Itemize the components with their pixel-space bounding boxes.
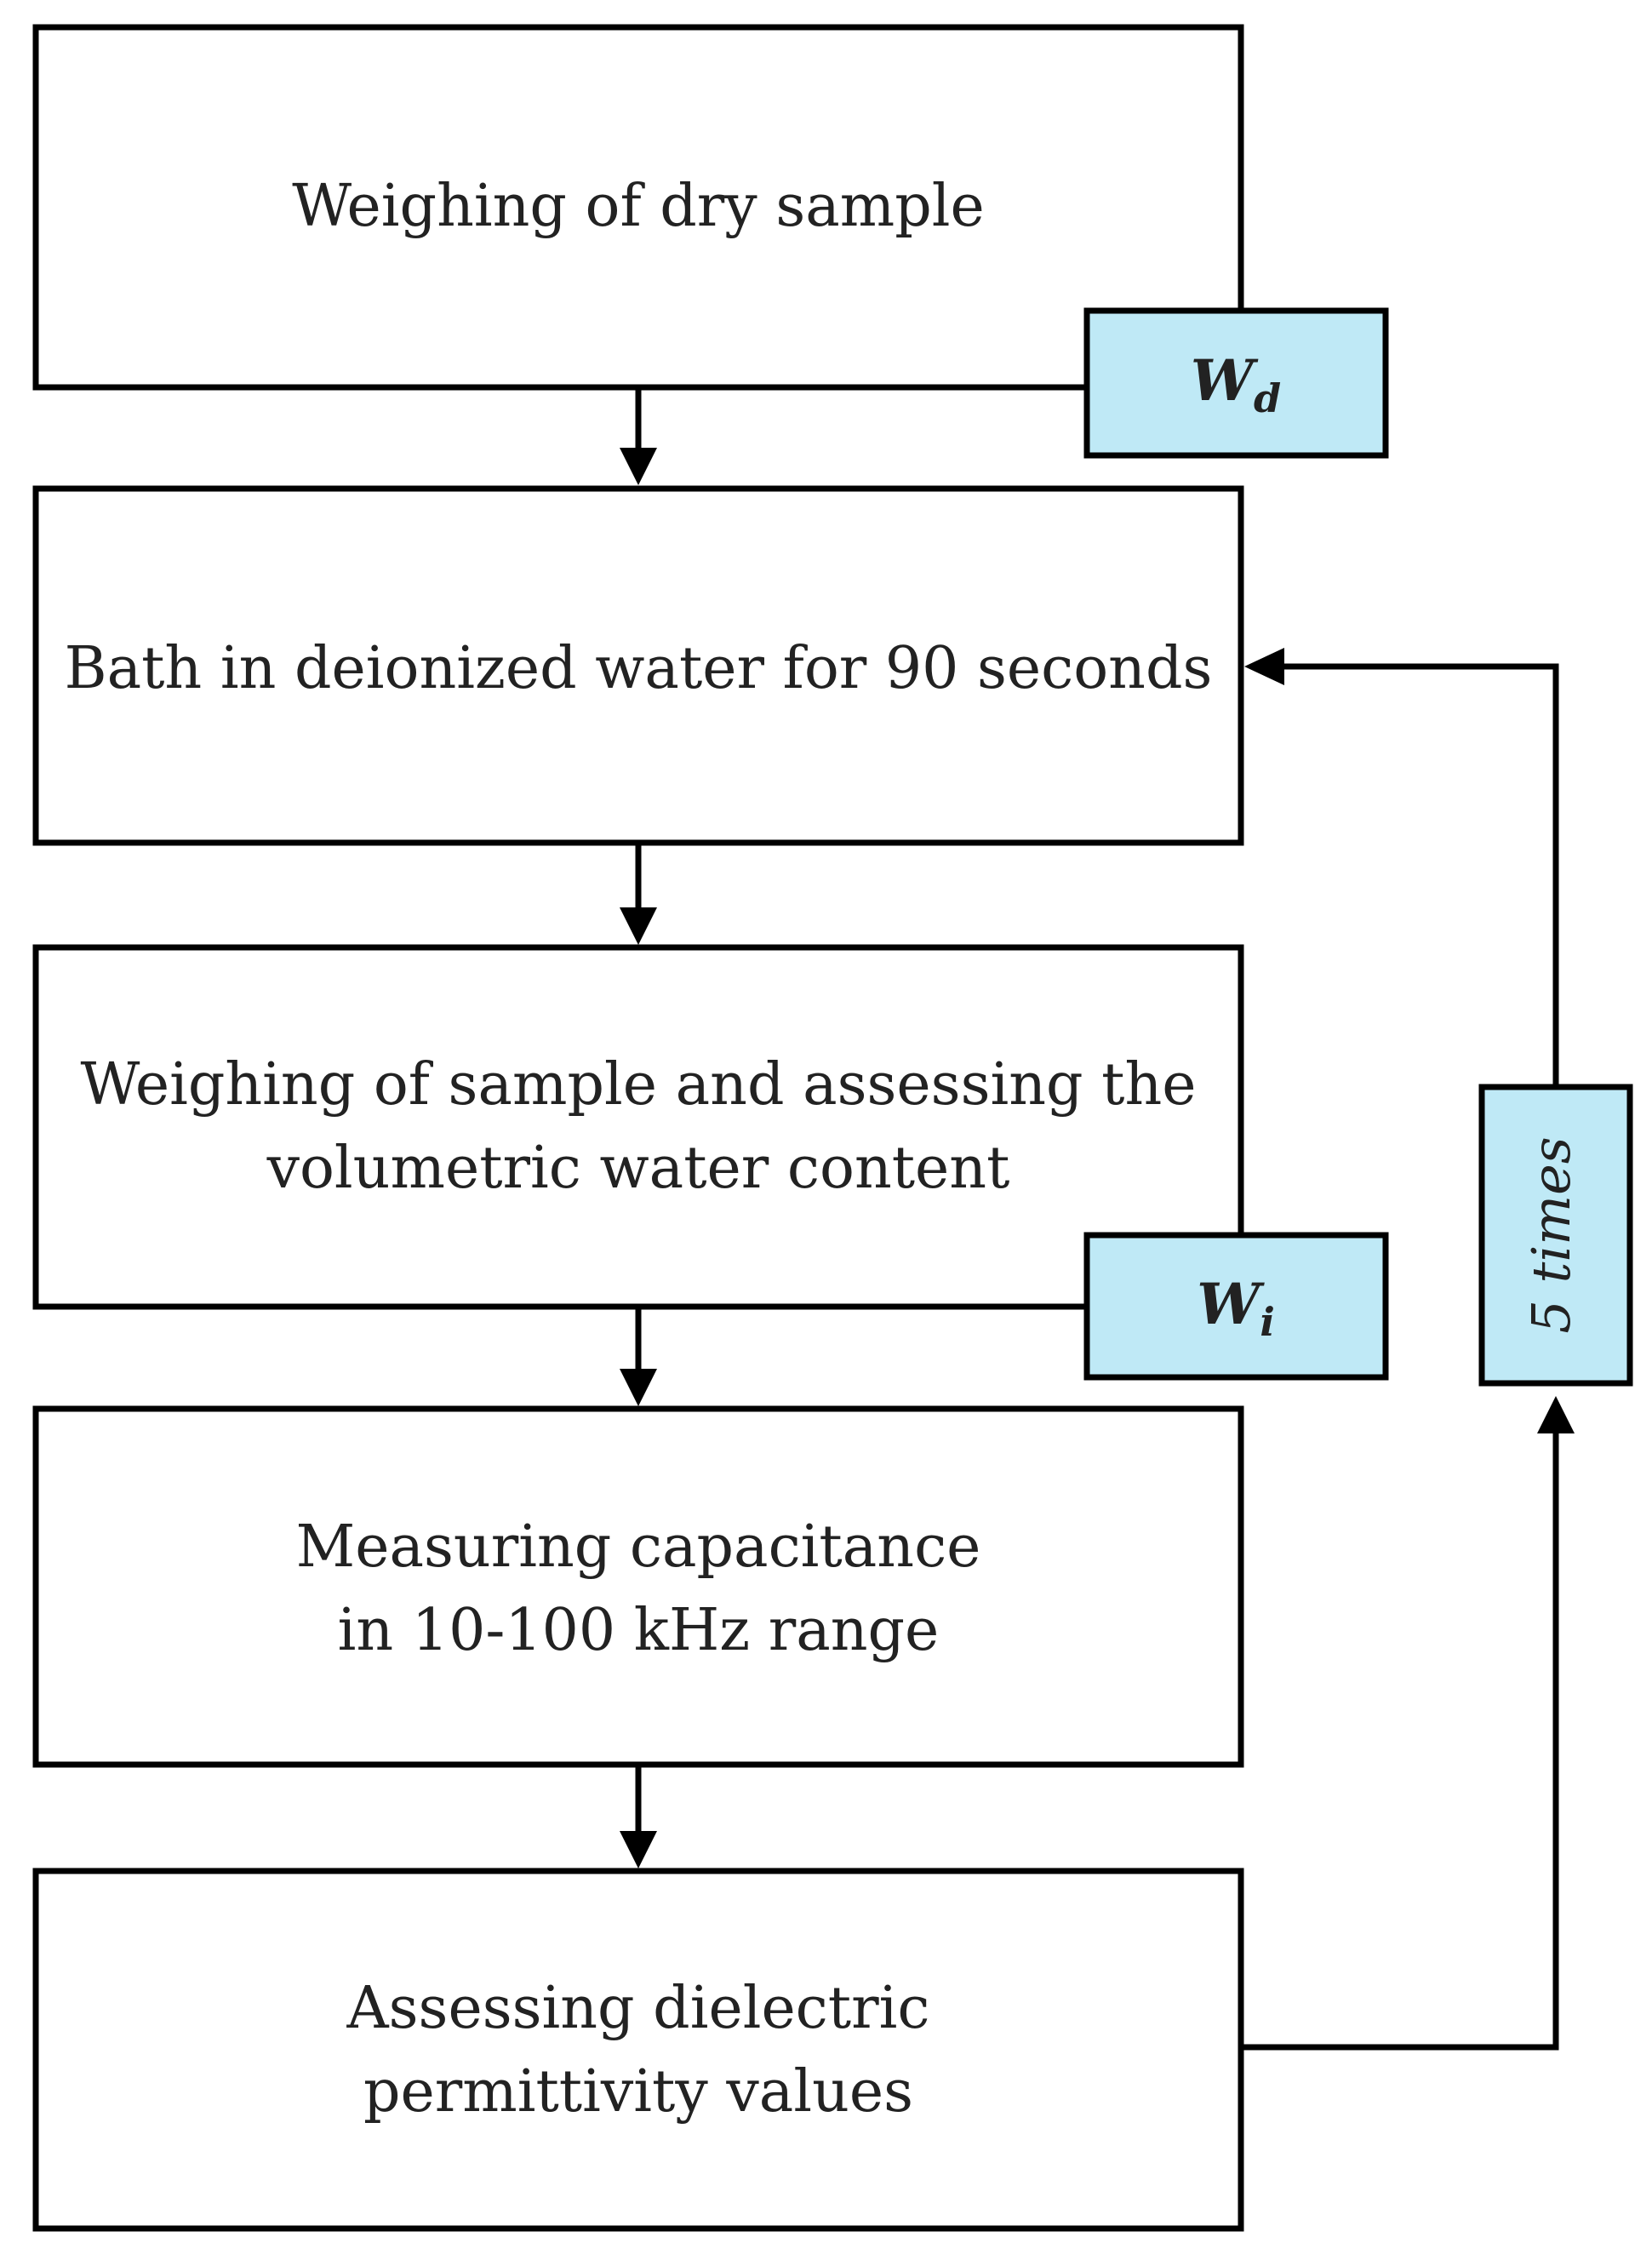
dry-weight-symbol: W [1191,347,1259,414]
step-permittivity-label-line2: permittivity values [363,2058,913,2126]
dry-weight-subscript: d [1254,375,1281,421]
step-capacitance-label-line1: Measuring capacitance [296,1513,981,1581]
dry-weight-tag-label: Wd [1191,347,1281,421]
loop-count-box [1478,1084,1633,1387]
wet-weight-symbol: W [1197,1271,1265,1337]
step-weigh-wet-label-line2: volumetric water content [266,1135,1010,1202]
step-weigh-wet-box [32,944,1244,1310]
arrow-step4-to-step5 [620,1765,657,1868]
step-weigh-dry-label: Weighing of dry sample [292,173,985,240]
step-weigh-wet-label-line1: Weighing of sample and assessing the [80,1051,1196,1119]
arrow-step1-to-step2 [620,387,657,485]
step-capacitance-box [32,1405,1244,1768]
wet-weight-tag-box [1083,1232,1389,1381]
loop-connector-lower [1241,1396,1575,2051]
step-bath-label: Bath in deionized water for 90 seconds [65,635,1213,702]
wet-weight-subscript: i [1260,1299,1274,1345]
loop-connector-upper [1244,648,1559,1087]
step-permittivity-label-line1: Assessing dielectric [346,1975,930,2042]
loop-count-label: 5 times [1520,1136,1582,1333]
step-permittivity-box [32,1868,1244,2232]
step-bath-box [32,485,1244,846]
dry-weight-tag-box [1083,307,1389,459]
arrow-step3-to-step4 [620,1307,657,1406]
step-capacitance-label-line2: in 10-100 kHz range [338,1597,940,1664]
arrow-step2-to-step3 [620,843,657,945]
step-weigh-dry-box [32,24,1244,391]
wet-weight-tag-label: Wi [1197,1271,1275,1345]
